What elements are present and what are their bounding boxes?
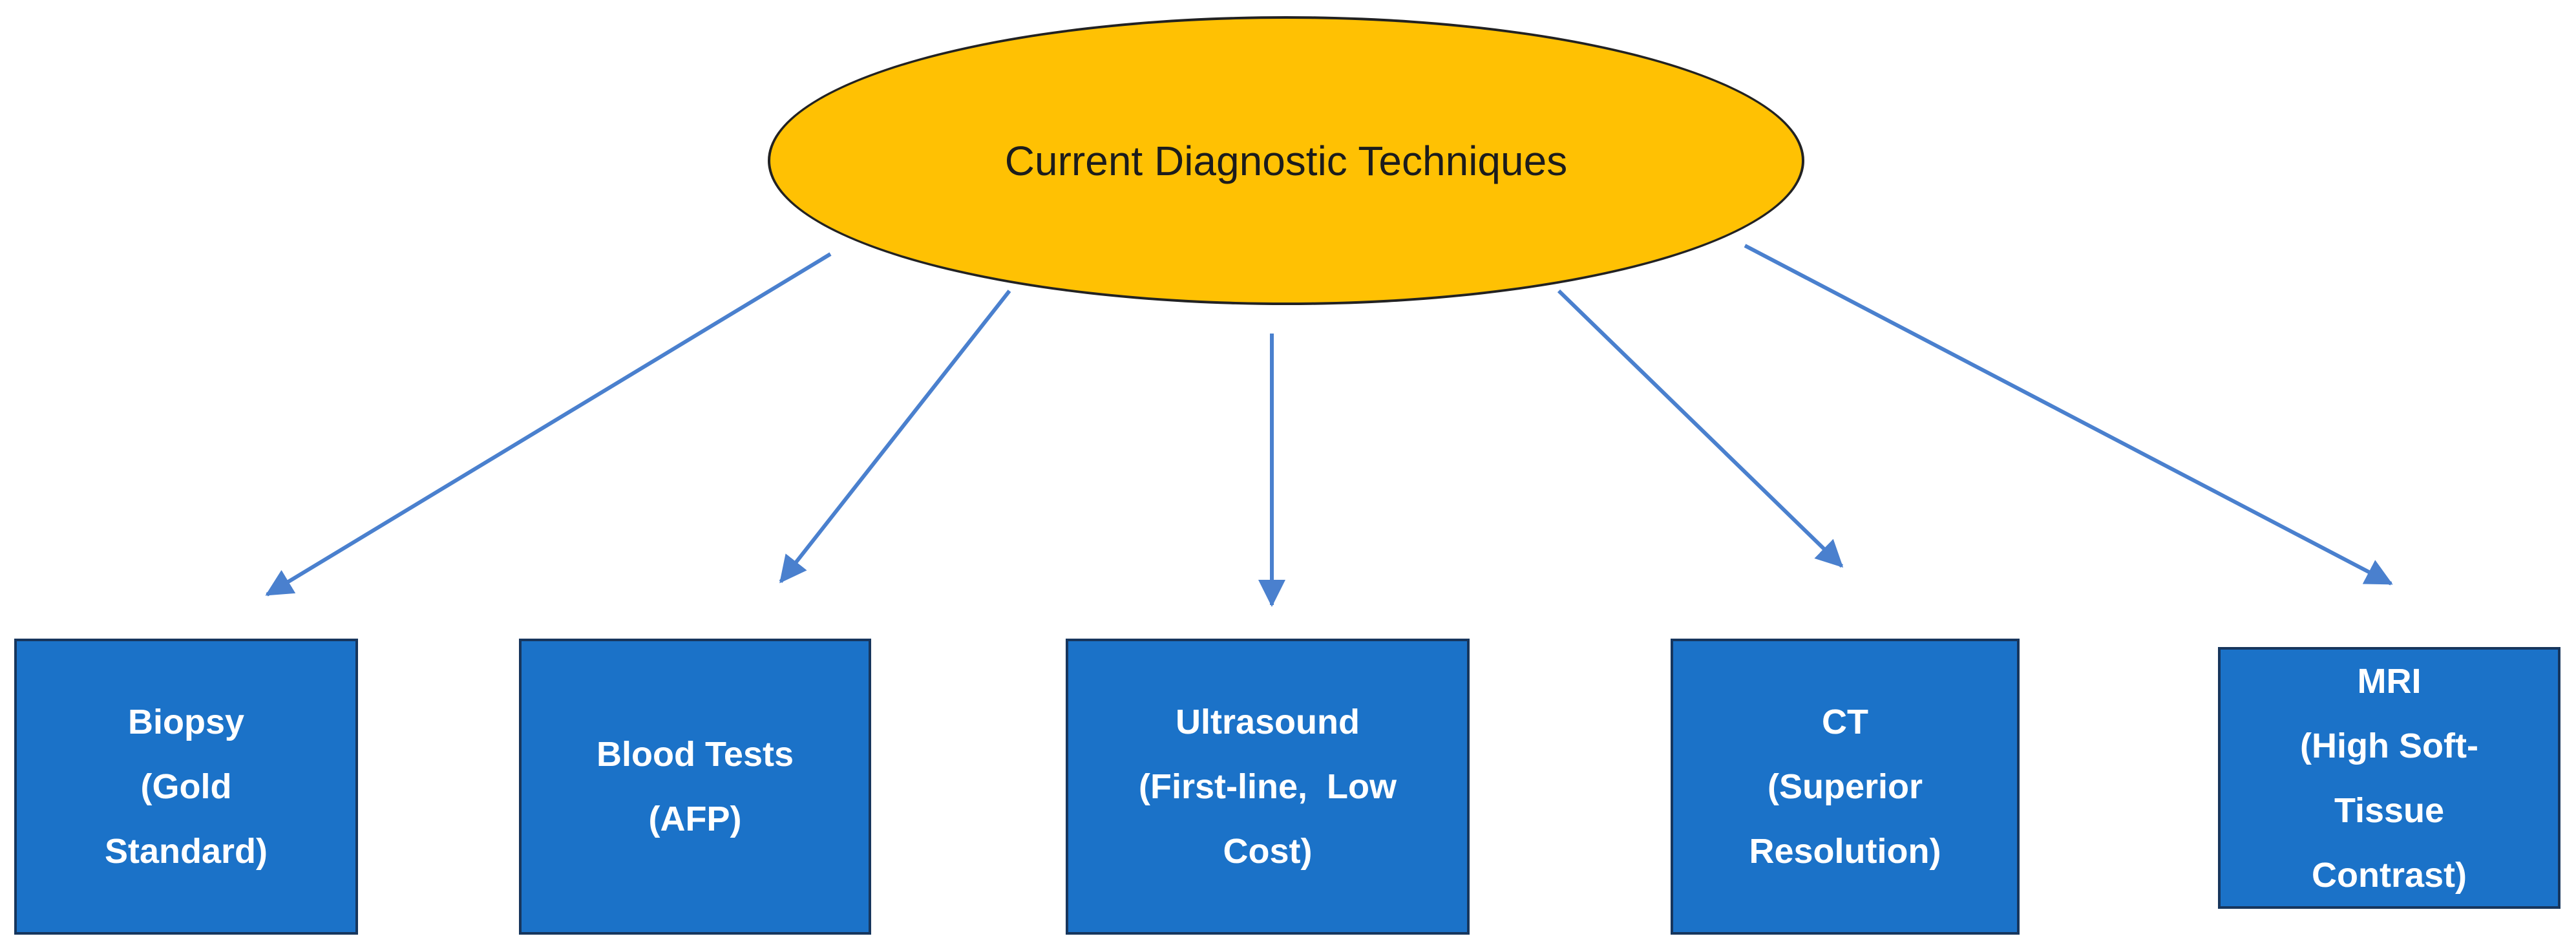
node-box-mri: MRI (High Soft- Tissue Contrast) [2218,647,2560,909]
node-label-line: Contrast) [2312,855,2467,895]
node-label-line: Biopsy [127,703,245,741]
node-label-line: (AFP) [648,800,742,838]
node-box-ct: CT (Superior Resolution) [1671,639,2020,935]
node-label-line: MRI [2357,661,2422,701]
node-box-biopsy: Biopsy (Gold Standard) [14,639,358,935]
root-node-ellipse: Current Diagnostic Techniques [768,16,1804,305]
node-label-line: (Gold [140,767,232,806]
node-label-line: Blood Tests [596,735,794,774]
node-label-line: CT [1822,703,1868,741]
node-label-line: (High Soft- [2300,726,2478,765]
node-label-line: Ultrasound [1175,703,1360,741]
node-label-line: (Superior [1767,767,1923,806]
node-label-line: Resolution) [1749,832,1941,871]
root-node-label: Current Diagnostic Techniques [1004,137,1568,184]
arrow-to-blood-tests [779,290,1011,584]
arrow-to-ct [1557,289,1844,568]
node-label-line: Tissue [2334,791,2445,830]
node-label-line: (First-line, Low [1139,767,1397,806]
arrow-to-mri [1744,244,2393,586]
node-box-blood-tests: Blood Tests (AFP) [519,639,871,935]
node-label-line: Cost) [1223,832,1313,871]
node-label-line: Standard) [104,832,268,871]
arrow-to-biopsy [265,252,832,597]
node-box-ultrasound: Ultrasound (First-line, Low Cost) [1066,639,1470,935]
